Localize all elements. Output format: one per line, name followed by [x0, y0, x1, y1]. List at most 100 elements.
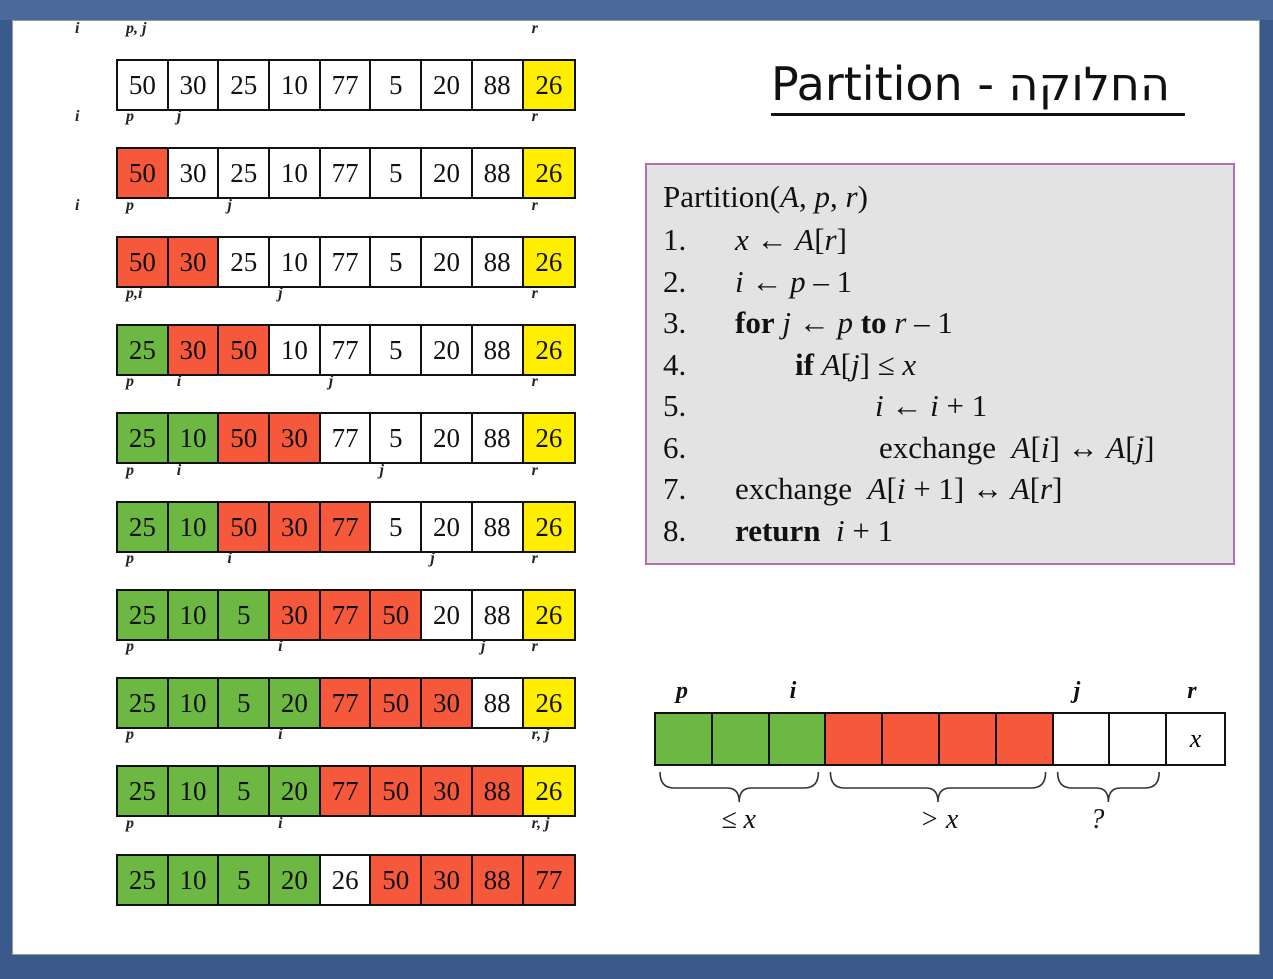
code-statement: i ← i + 1 — [875, 388, 988, 423]
diagram-cell — [1110, 714, 1168, 764]
index-label: i — [278, 726, 283, 744]
array-cell: 77 — [320, 767, 372, 816]
index-label: i — [75, 20, 80, 37]
array-cell: 50 — [118, 237, 169, 286]
index-label: i — [278, 638, 283, 656]
index-label: j — [430, 549, 435, 567]
array-cell: 88 — [472, 679, 524, 728]
array-cell: 30 — [168, 237, 220, 286]
array-cell: 88 — [472, 325, 524, 374]
array-cell: 30 — [422, 855, 473, 904]
array-cell: 26 — [523, 767, 575, 816]
diagram-cell — [1053, 714, 1111, 764]
brace-label: ≤ x — [721, 804, 756, 835]
line-number: 5. — [663, 388, 687, 423]
array-cell: 20 — [270, 855, 321, 904]
array-cell: 30 — [422, 767, 473, 816]
array-cell: 30 — [168, 325, 220, 374]
index-label: i — [278, 814, 283, 832]
array-cell: 77 — [320, 61, 372, 109]
array-cell: 26 — [523, 237, 575, 286]
array-cell: 26 — [523, 502, 575, 551]
array-cell: 30 — [270, 414, 321, 463]
diagram-braces — [659, 771, 1160, 803]
index-label: p,i — [126, 284, 143, 302]
array-cell: 26 — [523, 149, 575, 198]
array-cell: 5 — [219, 767, 271, 816]
index-label: j — [176, 108, 182, 126]
diagram-index-label: j — [1073, 678, 1081, 704]
array-cell: 25 — [118, 855, 169, 904]
index-label: r, j — [531, 726, 550, 744]
curly-brace — [1056, 771, 1160, 803]
array-cell: 77 — [320, 149, 372, 198]
index-label: r — [531, 108, 538, 126]
array-cell: 77 — [320, 325, 372, 374]
index-label: r — [531, 20, 538, 37]
array-cell: 88 — [472, 237, 524, 286]
array-cell: 50 — [371, 767, 423, 816]
index-label: i — [176, 461, 182, 479]
array-cell: 88 — [472, 767, 524, 816]
index-label: r — [531, 196, 538, 214]
array-cell: 26 — [523, 414, 575, 463]
line-number: 4. — [663, 346, 687, 382]
array-cell: 10 — [168, 679, 220, 728]
code-statement: return i + 1 — [735, 512, 894, 548]
array-cell: 88 — [472, 414, 524, 463]
line-number: 2. — [663, 263, 687, 299]
array-cell: 10 — [168, 855, 220, 904]
array-cell: 10 — [168, 590, 220, 639]
array-cell: 25 — [219, 237, 271, 286]
code-statement: x ← A[r] — [735, 222, 847, 257]
index-label: r — [531, 549, 538, 567]
curly-brace — [659, 771, 820, 803]
diagram-index-label: i — [789, 678, 797, 704]
array-cell: 25 — [219, 149, 271, 198]
array-cell: 5 — [219, 679, 271, 728]
diagram-cell — [712, 714, 770, 764]
index-label: p — [126, 638, 134, 656]
array-cell: 5 — [371, 237, 423, 286]
diagram-cell — [939, 714, 997, 764]
array-cell: 20 — [422, 414, 473, 463]
index-label: i — [75, 108, 80, 126]
array-cell: 88 — [472, 149, 524, 198]
array-cell: 25 — [219, 61, 271, 109]
array-cell: 30 — [168, 61, 220, 109]
curly-brace — [829, 771, 1047, 803]
pseudocode-box: Partition(A, p, r) 1.x ← A[r]2.i ← p – 1… — [645, 163, 1235, 565]
array-cell: 77 — [523, 855, 575, 904]
index-label: p — [126, 108, 134, 126]
array-cell: 5 — [219, 590, 271, 639]
diagram-index-label: r — [1187, 678, 1197, 704]
array-cell: 10 — [270, 237, 321, 286]
array-cell: 30 — [270, 590, 321, 639]
array-cell: 77 — [320, 679, 372, 728]
array-cell: 5 — [371, 149, 423, 198]
brace-label: ? — [1090, 804, 1105, 835]
array-cell: 20 — [422, 61, 473, 109]
index-label: r — [531, 373, 538, 391]
array-cell: 30 — [270, 502, 321, 551]
array-cell: 10 — [270, 61, 321, 109]
array-cell: 50 — [371, 855, 423, 904]
array-cell: 26 — [523, 61, 575, 109]
array-cell: 50 — [118, 149, 169, 198]
index-label: p — [126, 814, 134, 832]
index-label: r, j — [531, 814, 550, 832]
index-label: j — [227, 196, 232, 214]
array-cell: 20 — [422, 590, 473, 639]
index-label: p — [126, 549, 134, 567]
line-number: 3. — [663, 305, 687, 340]
array-cell: 25 — [118, 679, 169, 728]
title-underline — [771, 113, 1185, 116]
slide-title: Partition - החלוקה — [771, 57, 1171, 111]
index-label: p, j — [126, 20, 147, 37]
index-label: p — [126, 373, 134, 391]
array-cell: 88 — [472, 61, 524, 109]
index-label: j — [278, 284, 283, 302]
brace-label: > x — [920, 804, 959, 835]
